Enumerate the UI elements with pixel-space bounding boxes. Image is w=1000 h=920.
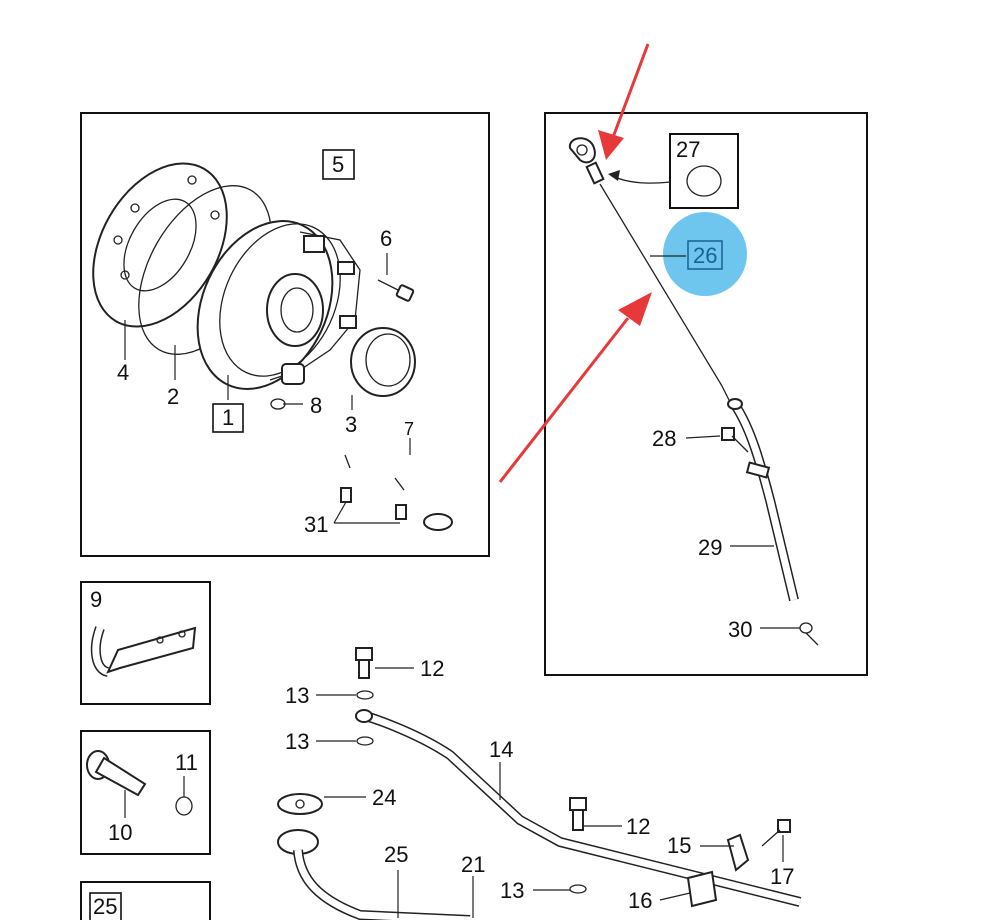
label-13-mid: 13 — [285, 729, 309, 754]
label-box-26 — [687, 240, 723, 270]
label-8: 8 — [310, 393, 322, 418]
pickup-pipe-part — [272, 424, 453, 531]
clamp-15-16-part — [686, 833, 750, 908]
label-15: 15 — [667, 833, 691, 858]
label-17: 17 — [770, 864, 794, 889]
gasket-plate-part — [92, 162, 228, 328]
washer-part — [270, 398, 286, 410]
dipstick-part — [568, 137, 731, 403]
label-1: 1 — [222, 405, 234, 430]
leader-28 — [685, 435, 721, 439]
pipe-25-part — [277, 829, 471, 920]
label-29: 29 — [698, 535, 722, 560]
panel-9 — [80, 581, 211, 705]
label-7: 7 — [404, 419, 414, 439]
label-9: 9 — [90, 587, 102, 612]
label-24: 24 — [372, 785, 396, 810]
label-21: 21 — [461, 852, 485, 877]
oring-arrow — [611, 175, 671, 184]
label-14: 14 — [489, 737, 513, 762]
label-28: 28 — [652, 426, 676, 451]
oring-arrowhead — [608, 170, 620, 181]
label-4: 4 — [117, 360, 129, 385]
label-16: 16 — [628, 888, 652, 913]
seal-ring-part — [350, 327, 416, 397]
flange-24-part — [277, 793, 323, 815]
label-12-right: 12 — [626, 814, 650, 839]
dipstick-tube-part — [727, 398, 799, 602]
bracket-pipe-9-part — [90, 626, 197, 677]
label-31: 31 — [304, 512, 328, 537]
panel-25 — [80, 881, 211, 920]
label-13-top: 13 — [285, 683, 309, 708]
label-30: 30 — [728, 617, 752, 642]
banjo-bolt-10-part — [86, 750, 147, 797]
panel-10-11 — [80, 730, 211, 855]
bolt-28-part — [721, 427, 749, 453]
label-2: 2 — [167, 384, 179, 409]
label-6: 6 — [380, 226, 392, 251]
red-arrow-bottom — [498, 292, 652, 483]
washer-13-c — [569, 884, 587, 894]
oring-27-part — [686, 165, 722, 197]
label-3: 3 — [345, 412, 357, 437]
label-26: 26 — [693, 243, 717, 268]
label-box-5 — [322, 149, 355, 180]
label-10: 10 — [108, 820, 132, 845]
highlight-circle — [663, 212, 747, 296]
label-13-bottom: 13 — [500, 878, 524, 903]
bolt-12-top-part — [355, 647, 373, 679]
bolt-part — [377, 279, 415, 302]
label-5: 5 — [332, 152, 344, 177]
ring-30-part — [799, 622, 813, 634]
washer-13-a — [356, 690, 374, 700]
panel-oil-pump — [80, 112, 490, 557]
label-box-1 — [212, 403, 244, 433]
washer-13-b — [356, 736, 374, 746]
label-25-box: 25 — [93, 894, 117, 919]
small-bolts-part — [340, 487, 407, 520]
red-arrow-top — [598, 43, 650, 160]
label-11: 11 — [175, 750, 198, 775]
pump-body-part — [196, 220, 361, 390]
label-12-top: 12 — [420, 656, 444, 681]
label-box-25 — [89, 892, 122, 920]
ring-30-tail — [805, 632, 819, 646]
pipe-14-part — [355, 709, 802, 907]
panel-dipstick — [544, 112, 868, 676]
washer-11-part — [175, 796, 193, 816]
label-27: 27 — [676, 137, 700, 162]
leader-16 — [659, 892, 691, 901]
label-25: 25 — [384, 842, 408, 867]
bolt-17-part — [761, 819, 791, 847]
bolt-12-right-part — [569, 797, 587, 831]
